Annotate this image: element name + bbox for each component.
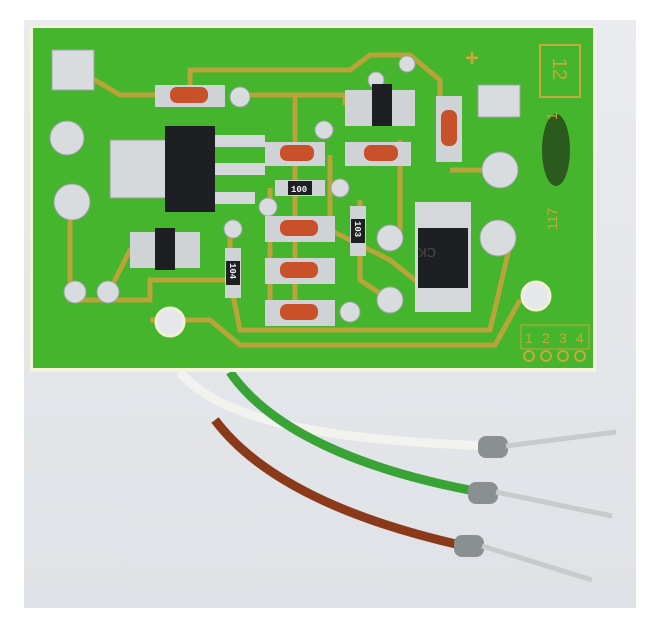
version-label: 12	[548, 58, 570, 80]
svg-text:2: 2	[542, 330, 550, 346]
transistor	[372, 84, 392, 126]
resistor-code: 103	[352, 221, 362, 237]
svg-text:4: 4	[576, 330, 584, 346]
mounting-hole	[154, 306, 186, 338]
svg-text:3: 3	[559, 330, 567, 346]
resistor-code: 104	[227, 263, 237, 280]
resistor-code: 100	[291, 185, 307, 195]
part-suffix: 1	[544, 112, 560, 120]
svg-text:1: 1	[525, 330, 533, 346]
diode-marking: CK	[418, 245, 436, 260]
wires	[176, 369, 617, 583]
voltage-regulator	[109, 126, 265, 212]
transistor	[155, 228, 175, 270]
part-number: 117	[544, 207, 560, 230]
terminal-labels: 1 2 3 4	[520, 324, 590, 362]
diodes	[155, 85, 462, 326]
marker-blot	[542, 114, 570, 186]
solder-pads	[49, 49, 521, 323]
mounting-hole	[520, 280, 552, 312]
plus-marker: +	[465, 45, 479, 72]
